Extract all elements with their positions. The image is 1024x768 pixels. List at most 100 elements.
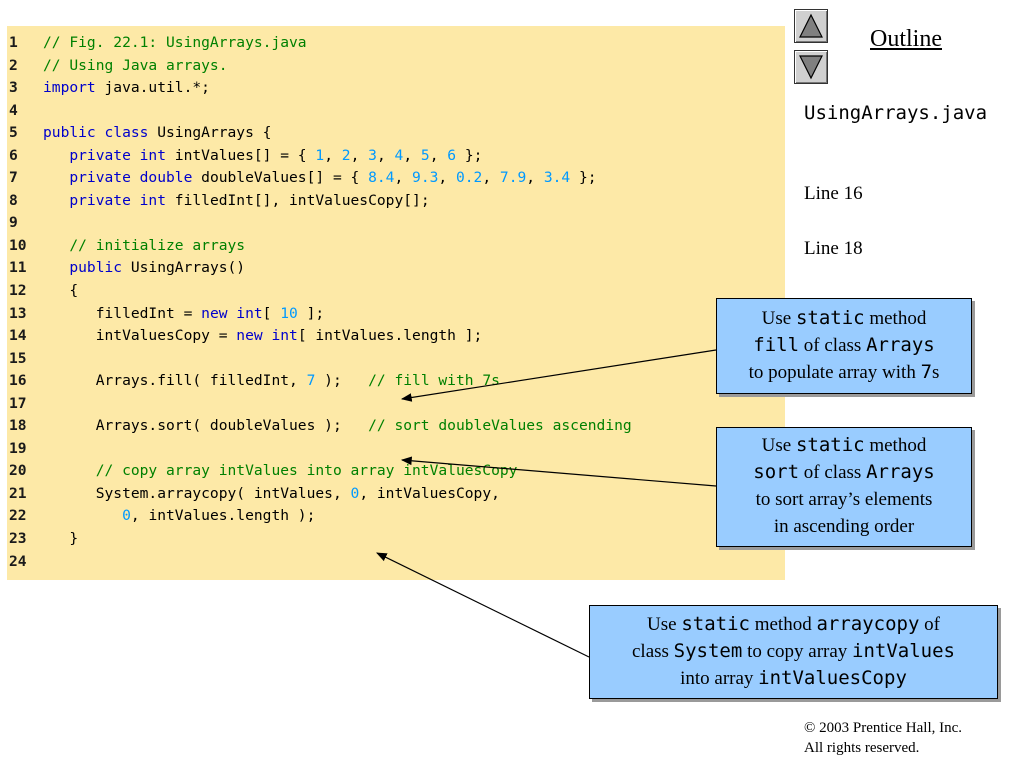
code-line: 14 intValuesCopy = new int[ intValues.le… [7,325,785,348]
code-line: 2// Using Java arrays. [7,55,785,78]
code-token: public [69,259,123,277]
code-token: intValues[] = { [166,146,316,164]
code-token: import [43,79,96,97]
code-text: System.arraycopy( intValues, 0, intValue… [43,483,500,506]
callout-arraycopy-line-2: class System to copy array intValues [631,640,955,662]
code-text: Arrays.sort( doubleValues ); // sort dou… [43,415,632,438]
callout-sort-line-3: to sort array’s elements [755,489,933,510]
code-text: private int intValues[] = { 1, 2, 3, 4, … [43,145,482,168]
code-token: , intValuesCopy, [359,484,500,502]
code-token: 6 [447,146,457,164]
line-number: 14 [9,327,27,345]
code-token: UsingArrays() [122,259,246,277]
code-token [43,147,69,164]
code-line: 10 // initialize arrays [7,235,785,258]
code-token: ]; [297,304,325,322]
line-number: 20 [9,462,27,480]
code-line: 6 private int intValues[] = { 1, 2, 3, 4… [7,145,785,168]
code-token: 3.4 [543,169,571,187]
code-token: private int [69,146,167,164]
code-line: 8 private int filledInt[], intValuesCopy… [7,190,785,213]
outline-file-name: UsingArrays.java [804,102,988,124]
code-token: System.arraycopy( intValues, [43,484,351,502]
line-number: 1 [9,34,18,51]
line-number: 5 [9,124,18,142]
line-number: 6 [9,146,18,164]
code-line: 16 Arrays.fill( filledInt, 7 ); // fill … [7,370,785,393]
code-line: 7 private double doubleValues[] = { 8.4,… [7,167,785,190]
code-text: filledInt = new int[ 10 ]; [43,303,324,326]
line-number: 18 [9,417,27,435]
line-number: 22 [9,507,27,525]
code-token: [ [262,304,281,322]
code-line: 3 import java.util.*; [7,77,785,100]
line-number: 17 [9,394,27,412]
line-number: 23 [9,530,27,548]
line-number: 8 [9,191,18,209]
line-number: 4 [9,101,18,119]
code-token: // copy array intValues into array intVa… [95,462,518,480]
code-token: , [438,169,456,187]
code-token [43,259,69,276]
code-token: 3 [368,146,377,164]
code-line: 17 [7,393,785,416]
code-line: 20 // copy array intValues into array in… [7,460,785,483]
code-token: 8.4 [368,169,395,187]
code-text: // copy array intValues into array intVa… [43,460,518,483]
code-token: // initialize arrays [69,236,246,254]
code-token: Arrays.fill( filledInt, [43,372,307,390]
code-line: 22 0, intValues.length ); [7,505,785,528]
callout-sort-line-4: in ascending order [773,516,915,537]
code-token: 7 [306,372,316,390]
code-token: }; [570,169,597,187]
code-token: private int [69,191,167,209]
code-line: 5 public class UsingArrays { [7,122,785,145]
next-slide-button[interactable] [794,50,828,84]
code-token: private double [69,169,193,187]
code-token: new int [236,327,298,345]
previous-slide-button[interactable] [794,9,828,43]
code-token: 9.3 [412,169,439,187]
code-token [43,237,69,254]
callout-sort-line-2: sort of class Arrays [753,461,935,483]
code-token: Arrays.sort( doubleValues ); [43,417,369,435]
code-text: public class UsingArrays { [43,122,271,145]
code-text: // Fig. 22.1: UsingArrays.java [43,32,307,55]
code-token: // Using Java arrays. [43,56,228,74]
line-number: 12 [9,282,27,300]
code-token: , [526,169,544,187]
code-token: [ intValues.length ]; [297,327,483,345]
line-number: 11 [9,259,27,277]
outline-line-16: Line 16 [804,183,863,204]
code-text: // initialize arrays [43,235,245,258]
line-number: 19 [9,439,27,457]
callout-sort-line-1: Use static method [761,434,927,456]
line-number: 3 [9,79,18,97]
code-line: 9 [7,212,785,235]
code-token: // fill with 7s [368,372,500,390]
code-text: import java.util.*; [43,77,210,100]
code-token: doubleValues[] = { [192,169,369,187]
code-line: 19 [7,438,785,461]
callout-fill: Use static method fill of class Arrays t… [716,298,972,394]
callout-arraycopy-line-3: into array intValuesCopy [680,667,907,689]
callout-fill-line-2: fill of class Arrays [753,334,935,356]
code-token: 7.9 [499,169,527,187]
code-token: filledInt = [43,304,202,322]
code-token: 4 [394,146,404,164]
line-number: 13 [9,304,27,322]
code-text: } [43,528,78,551]
code-token: 10 [280,304,298,322]
code-token: , [394,169,413,187]
code-token: // sort doubleValues ascending [368,417,632,435]
outline-line-18: Line 18 [804,238,863,259]
code-token: new int [201,304,263,322]
code-text: private double doubleValues[] = { 8.4, 9… [43,167,597,190]
code-token: filledInt[], intValuesCopy[]; [166,191,430,209]
copyright-line: © 2003 Prentice Hall, Inc. [804,720,963,736]
callout-sort: Use static method sort of class Arrays t… [716,427,972,547]
outline-title[interactable]: Outline [870,26,942,52]
code-token: , [482,169,500,187]
